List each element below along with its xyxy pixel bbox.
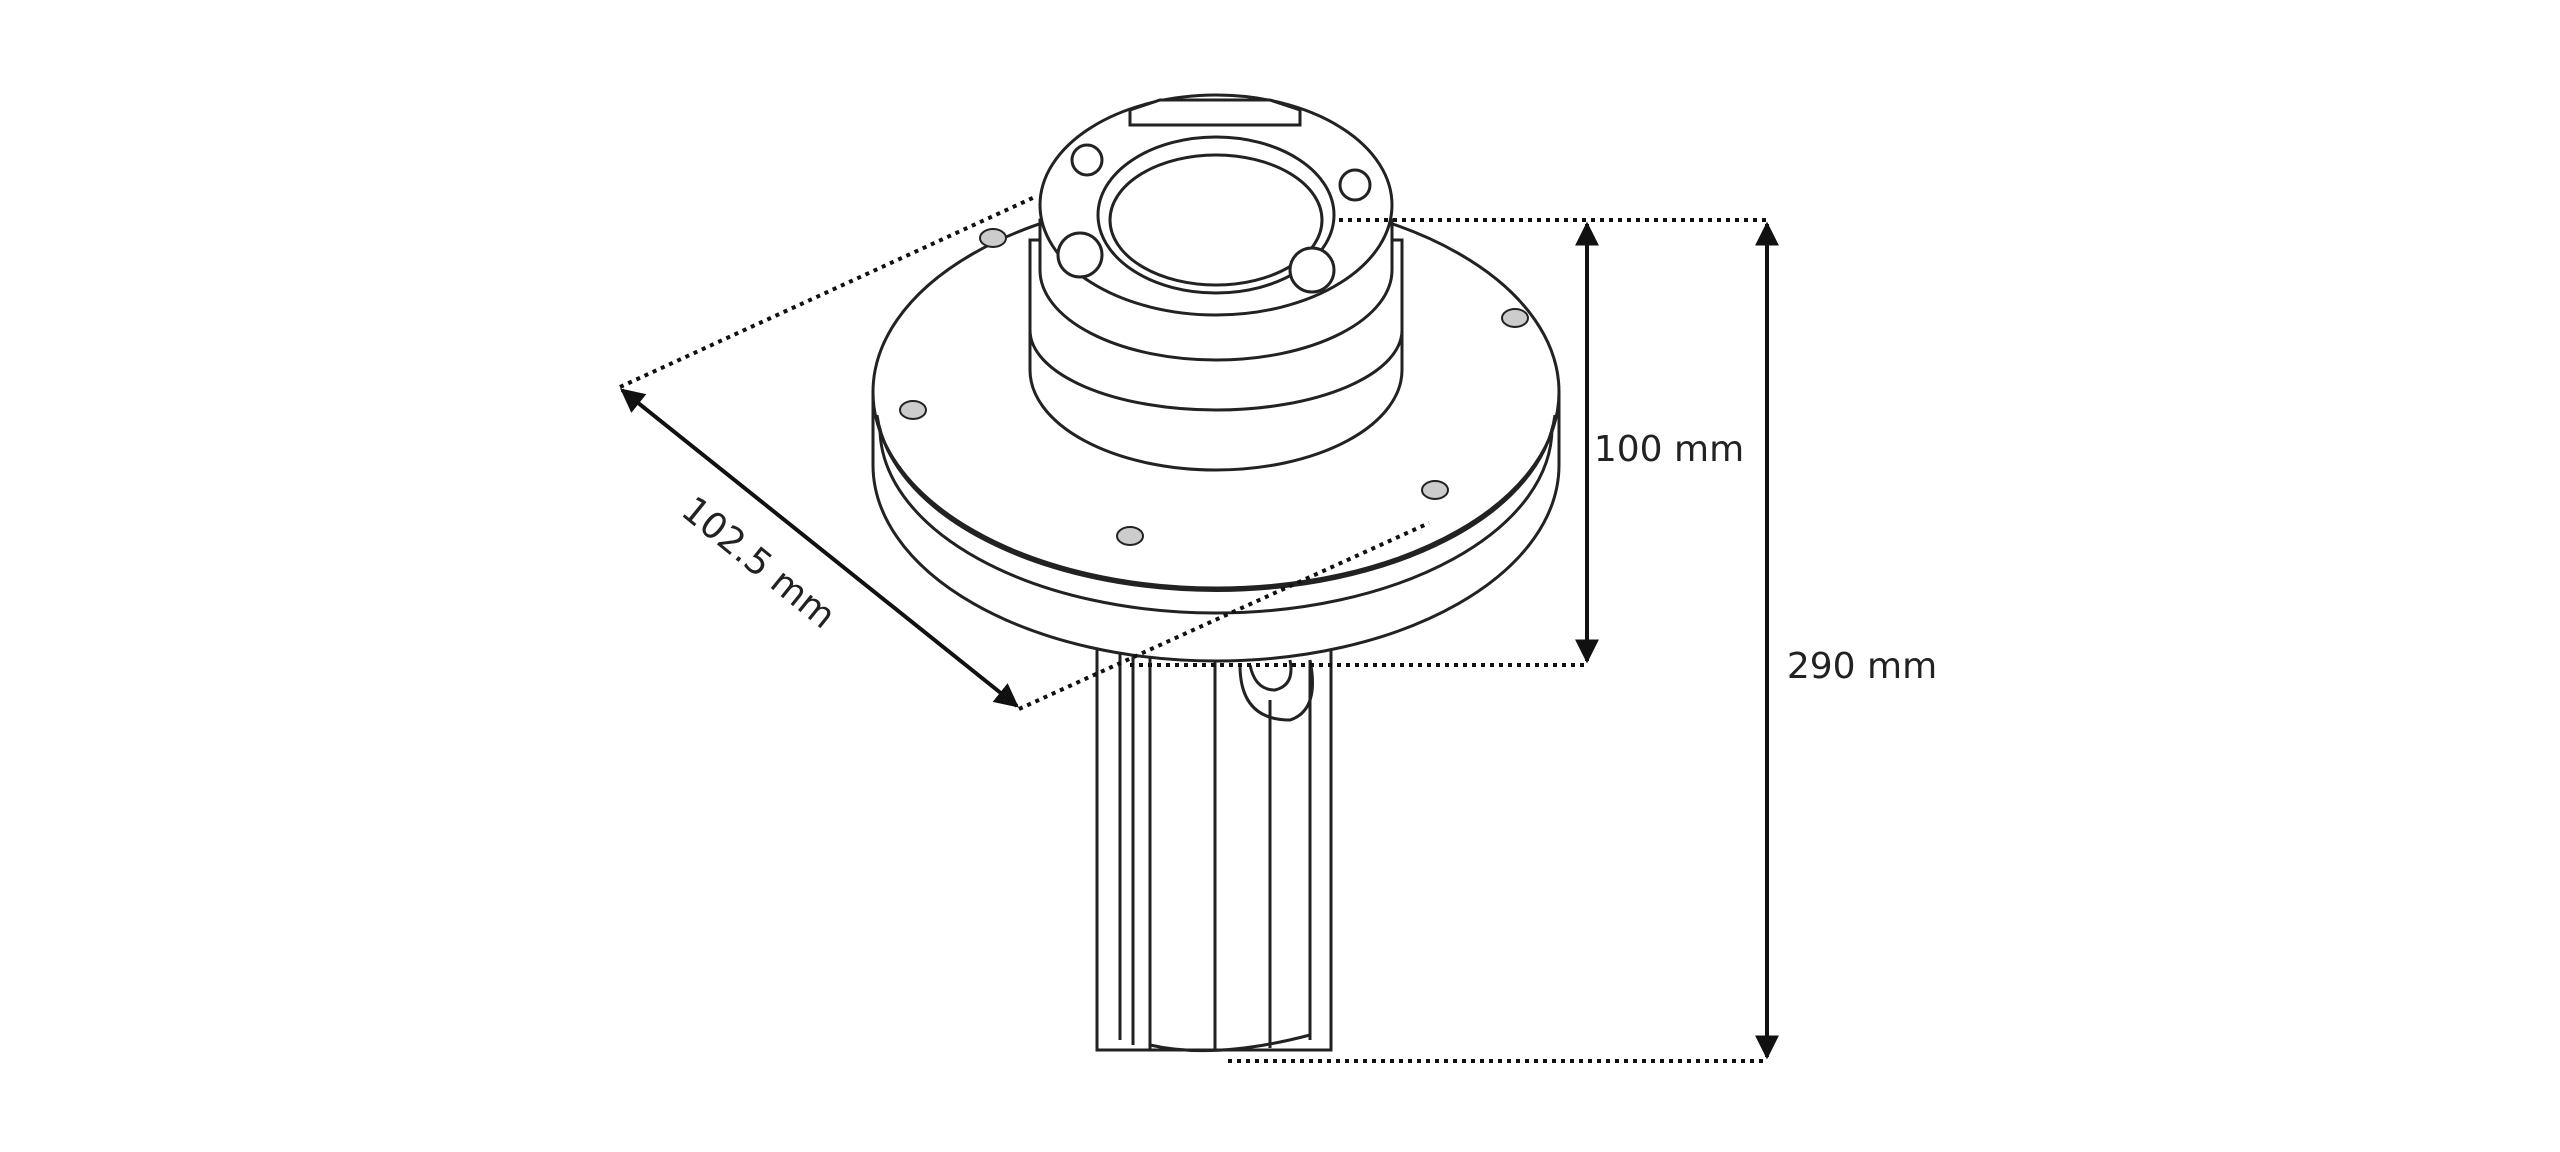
screw-icon: [1421, 480, 1449, 500]
upper-height-label: 100 mm: [1594, 429, 1744, 470]
total-height-label: 290 mm: [1787, 646, 1937, 687]
screw-icon: [899, 400, 927, 420]
screw-icon: [1116, 526, 1144, 546]
top-cap: [1028, 93, 1404, 472]
screw-icon: [1501, 308, 1529, 328]
shaft: [1095, 638, 1333, 1053]
screw-icon: [979, 228, 1007, 248]
diameter-label: 102.5 mm: [674, 489, 843, 637]
dimension-lines: [619, 194, 1779, 1063]
